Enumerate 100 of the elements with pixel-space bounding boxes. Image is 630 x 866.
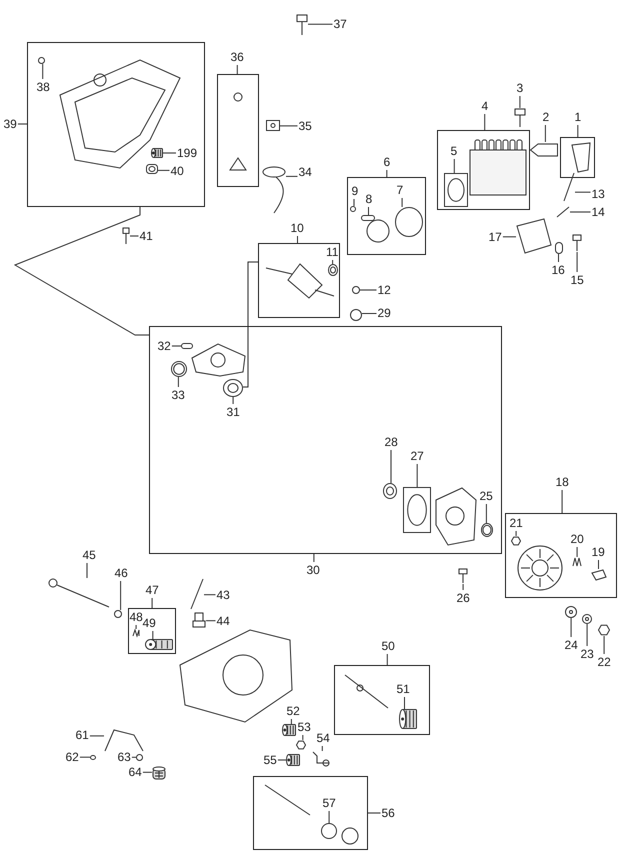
strainer-drawing — [152, 766, 166, 780]
plug-drawing — [151, 148, 163, 158]
leader-line — [89, 735, 104, 736]
callout-number: 57 — [322, 796, 336, 810]
leader-line — [386, 170, 388, 178]
callout-number: 33 — [172, 388, 185, 402]
leader-line — [558, 254, 559, 262]
ring-symbol — [395, 207, 423, 237]
callout-number: 28 — [384, 435, 398, 449]
callout-number: 41 — [140, 229, 153, 243]
leader-line — [204, 594, 216, 596]
callout-number: 11 — [326, 245, 338, 259]
leader-line — [152, 598, 153, 608]
callout-number: 2 — [542, 110, 550, 124]
callout-number: 56 — [382, 806, 395, 820]
wire-drawing — [556, 206, 570, 218]
leader-line — [136, 624, 137, 630]
leader-line — [152, 630, 154, 640]
ring-symbol — [114, 610, 122, 618]
callout-number: 50 — [382, 639, 395, 653]
callout-number: 4 — [482, 99, 488, 113]
callout-number: 15 — [570, 273, 584, 287]
plug-drawing — [282, 724, 296, 736]
callout-number: 54 — [316, 731, 330, 745]
leader-line — [178, 376, 179, 388]
callout-number: 45 — [82, 548, 96, 562]
leader-line — [206, 620, 216, 622]
leader-line — [570, 618, 572, 638]
callout-number: 22 — [598, 655, 611, 669]
pin-symbol — [555, 242, 563, 254]
leader-line — [286, 176, 298, 177]
leader-line — [362, 313, 377, 314]
callout-number: 61 — [76, 728, 89, 742]
group-frame — [560, 137, 595, 178]
callout-number: 52 — [286, 704, 300, 718]
leader-line — [576, 252, 578, 272]
callout-number: 16 — [552, 263, 565, 277]
callout-number: 44 — [216, 614, 230, 628]
oil-tube-drawing — [48, 578, 110, 608]
leader-line — [302, 734, 304, 740]
cable-drawing — [262, 166, 286, 214]
callout-number: 32 — [158, 339, 171, 353]
callout-number: 37 — [334, 17, 347, 31]
callout-number: 10 — [290, 221, 304, 235]
valve-drawing — [192, 612, 206, 628]
ring-symbol — [350, 309, 362, 321]
callout-number: 38 — [36, 80, 50, 94]
leader-line — [322, 746, 323, 752]
leader-line — [404, 696, 405, 710]
leader-line — [120, 580, 122, 610]
group-frame — [217, 74, 259, 187]
leader-line — [462, 584, 464, 590]
pin-symbol — [352, 286, 360, 294]
seal-drawing — [171, 361, 187, 377]
callout-number: 63 — [118, 750, 131, 764]
group-frame — [128, 608, 176, 654]
callout-number: 7 — [396, 183, 404, 197]
callout-number: 199 — [177, 146, 198, 160]
callout-number: 5 — [450, 144, 458, 158]
assembly-line — [14, 206, 150, 336]
leader-line — [280, 125, 298, 126]
ring-symbol — [350, 206, 356, 212]
wire-drawing — [190, 578, 204, 610]
callout-number: 43 — [216, 588, 230, 602]
leader-line — [519, 96, 520, 108]
callout-number: 17 — [488, 230, 502, 244]
seal-drawing — [481, 523, 493, 537]
callout-number: 18 — [556, 475, 569, 489]
leader-line — [308, 24, 333, 25]
gasket-drawing — [444, 173, 468, 207]
group-frame — [334, 665, 430, 735]
leader-line — [386, 654, 388, 666]
leader-line — [162, 152, 176, 154]
leader-line — [486, 504, 487, 524]
bolt-drawing — [296, 14, 308, 36]
bolt-drawing — [122, 227, 130, 245]
lever-drawing — [312, 751, 330, 767]
callout-number: 55 — [264, 753, 277, 767]
plug-drawing — [145, 639, 173, 650]
leader-line — [577, 124, 578, 138]
leader-line — [402, 198, 403, 208]
callout-number: 20 — [570, 532, 584, 546]
leader-line — [454, 158, 455, 174]
callout-number: 27 — [410, 449, 424, 463]
leader-line — [297, 236, 298, 244]
callout-number: 3 — [516, 81, 524, 95]
pin-symbol — [181, 343, 193, 349]
callout-number: 19 — [592, 545, 605, 559]
group-frame — [437, 130, 530, 210]
gasket-drawing — [403, 487, 431, 533]
bolt-drawing — [514, 108, 526, 128]
callout-number: 30 — [306, 563, 320, 577]
leader-line — [332, 260, 334, 264]
callout-number: 26 — [456, 591, 470, 605]
leader-line — [598, 560, 599, 570]
group-frame — [149, 326, 502, 554]
callout-number: 8 — [366, 192, 372, 206]
callout-number: 62 — [66, 750, 79, 764]
callout-number: 48 — [130, 610, 143, 624]
callout-number: 6 — [384, 155, 390, 169]
